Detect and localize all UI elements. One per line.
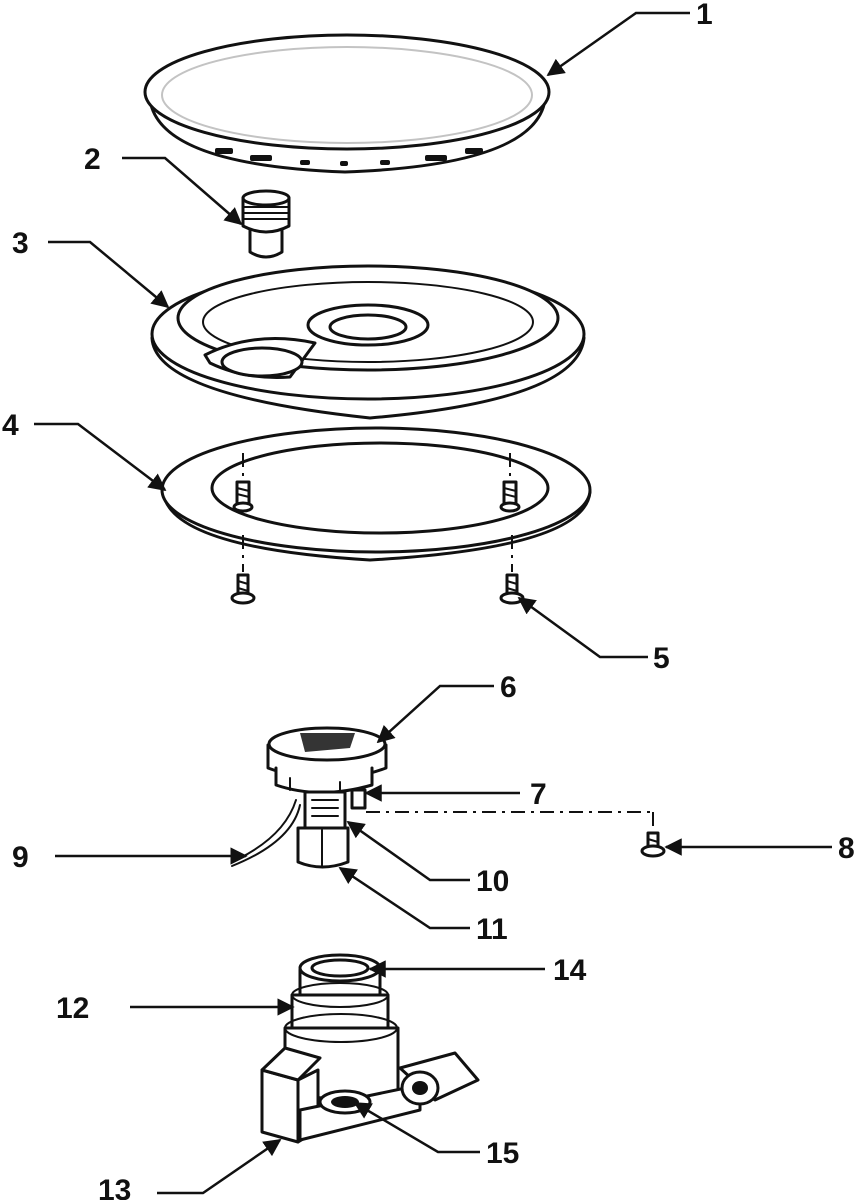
callout-6: 6 xyxy=(500,671,517,704)
callout-9: 9 xyxy=(12,841,29,874)
callout-13: 13 xyxy=(98,1174,131,1200)
callout-7: 7 xyxy=(530,778,547,811)
part-3-burner-base xyxy=(150,264,586,420)
ring-screw-right xyxy=(499,453,521,513)
part-5-screw-right xyxy=(499,535,525,605)
part-6-igniter-head xyxy=(266,726,388,796)
callout-5: 5 xyxy=(653,642,670,675)
part-15-outlet-port xyxy=(318,1089,372,1115)
part-13-valve-block xyxy=(260,1013,480,1144)
part-4-trim-ring xyxy=(160,426,592,562)
callout-8: 8 xyxy=(838,832,855,865)
part-1-burner-cap xyxy=(143,33,551,174)
callout-15: 15 xyxy=(486,1137,519,1170)
part-11-igniter-stem xyxy=(296,826,350,869)
callout-11: 11 xyxy=(476,913,508,946)
part-5-screw-left xyxy=(230,535,256,605)
callout-10: 10 xyxy=(476,865,509,898)
part-10-igniter-body xyxy=(303,790,347,832)
callout-3: 3 xyxy=(12,227,29,260)
ring-screw-left xyxy=(232,453,254,513)
callout-2: 2 xyxy=(84,143,101,176)
part-2-orifice-spreader xyxy=(241,189,291,259)
part-8-screw xyxy=(366,811,666,858)
callout-14: 14 xyxy=(553,954,587,987)
callout-1: 1 xyxy=(696,0,713,31)
leader-lines xyxy=(34,11,832,1195)
part-7-mount-tab xyxy=(350,788,367,810)
callout-4: 4 xyxy=(2,409,19,442)
callout-12: 12 xyxy=(56,992,89,1025)
